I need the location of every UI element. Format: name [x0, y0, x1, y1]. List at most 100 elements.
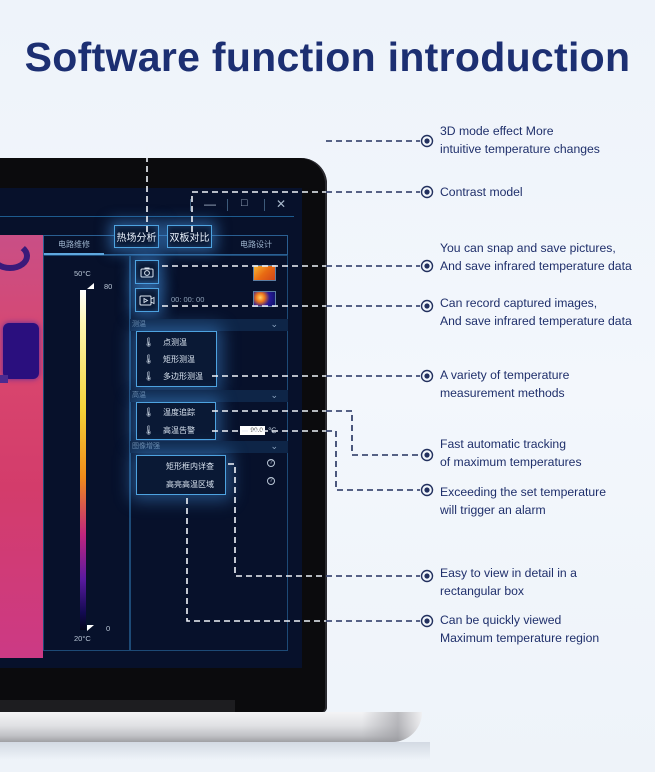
target-icon — [420, 134, 434, 148]
callout-line: rectangular box — [440, 584, 525, 598]
section-measure-title: 测温 — [132, 321, 146, 328]
callout-line: Maximum temperature region — [440, 631, 600, 645]
thermal-component — [3, 323, 39, 379]
palette-min-label: 20°C — [74, 634, 91, 643]
callout-measure-methods: A variety of temperature measurement met… — [440, 366, 569, 402]
section-enhance-header[interactable]: 图像增强 ⌄ — [130, 441, 288, 453]
callout-line: Easy to view in detail in a — [440, 566, 577, 580]
menu-item-temp-tracking[interactable]: 🌡︎ 温度追踪 — [143, 407, 195, 418]
active-tab-indicator — [44, 253, 104, 256]
palette-max-label: 50°C — [74, 269, 91, 278]
record-timer: 00: 00: 00 — [171, 295, 205, 304]
point-thermometer-icon: 🌡︎ — [143, 337, 155, 347]
target-icon — [420, 448, 434, 462]
enhance-menu — [136, 455, 226, 495]
thermal-image[interactable] — [0, 235, 43, 658]
polygon-thermometer-icon: 🌡︎ — [143, 371, 155, 381]
laptop-hinge — [0, 700, 235, 712]
section-measure-header[interactable]: 测温 ⌄ — [130, 319, 288, 331]
help-icon[interactable]: ? — [267, 477, 275, 485]
callout-3d-mode: 3D mode effect More intuitive temperatur… — [440, 122, 600, 158]
target-icon — [420, 614, 434, 628]
section-high-temp-title: 高温 — [132, 392, 146, 399]
callout-line: Can record captured images, — [440, 296, 598, 310]
maximize-button[interactable]: □ — [241, 197, 248, 209]
callout-line: Contrast model — [440, 185, 523, 199]
connector-rect-detail — [228, 463, 428, 577]
help-icon[interactable]: ? — [267, 459, 275, 467]
lower-slider-handle[interactable] — [87, 625, 94, 631]
measure-menu — [136, 331, 217, 387]
menu-item-label: 多边形测温 — [163, 372, 203, 381]
menu-item-polygon-measure[interactable]: 🌡︎ 多边形测温 — [143, 371, 203, 382]
menu-item-label: 温度追踪 — [163, 408, 195, 417]
page-title: Software function introduction — [24, 34, 631, 80]
connector-alarm — [212, 430, 428, 491]
menu-item-label: 矩形测温 — [163, 355, 195, 364]
target-icon — [420, 369, 434, 383]
menu-item-label: 点测温 — [163, 338, 187, 347]
high-temp-menu — [136, 402, 216, 440]
tab-dual-board-compare[interactable]: 双板对比 — [167, 225, 212, 248]
laptop-shadow — [0, 742, 430, 760]
tab-strip — [43, 235, 288, 255]
palette-lower-value: 0 — [106, 624, 111, 633]
callout-alarm: Exceeding the set temperature will trigg… — [440, 483, 606, 519]
record-button[interactable] — [135, 288, 159, 312]
callout-line: measurement methods — [440, 386, 565, 400]
menu-item-rect-measure[interactable]: 🌡︎ 矩形测温 — [143, 354, 195, 365]
thermometer-icon: 🌡︎ — [143, 407, 155, 417]
target-icon — [420, 259, 434, 273]
callout-tracking: Fast automatic tracking of maximum tempe… — [440, 435, 582, 471]
chevron-down-icon[interactable]: ⌄ — [270, 441, 278, 451]
section-enhance-title: 图像增强 — [132, 443, 160, 450]
titlebar-separator — [190, 199, 191, 211]
menu-item-label: 高温告警 — [163, 426, 195, 435]
palette-upper-value: 80 — [104, 282, 113, 291]
upper-slider-handle[interactable] — [87, 283, 94, 289]
minimize-button[interactable]: — — [204, 197, 216, 211]
thermal-detail — [0, 375, 8, 383]
connector-contrast — [191, 191, 428, 232]
callout-line: You can snap and save pictures, — [440, 241, 616, 255]
section-high-temp-header[interactable]: 高温 ⌄ — [130, 390, 288, 402]
callout-contrast-model: Contrast model — [440, 183, 523, 201]
callout-line: Fast automatic tracking — [440, 437, 566, 451]
callout-line: will trigger an alarm — [440, 503, 546, 517]
target-icon — [420, 185, 434, 199]
chevron-down-icon[interactable]: ⌄ — [270, 319, 278, 329]
tab-circuit-design[interactable]: 电路设计 — [240, 240, 272, 249]
connector-3d-mode — [146, 140, 428, 232]
callout-line: Can be quickly viewed — [440, 613, 562, 627]
target-icon — [420, 299, 434, 313]
callout-hot-region: Can be quickly viewed Maximum temperatur… — [440, 611, 599, 647]
video-icon — [139, 295, 155, 305]
callout-markers — [420, 134, 434, 628]
control-panel — [130, 255, 288, 651]
connector-hot-region — [186, 498, 428, 622]
callout-line: 3D mode effect More — [440, 124, 554, 138]
chevron-down-icon[interactable]: ⌄ — [270, 390, 278, 400]
close-button[interactable]: ✕ — [276, 197, 287, 211]
snapshot-button[interactable] — [135, 260, 159, 284]
callout-line: of maximum temperatures — [440, 455, 582, 469]
callout-snapshot: You can snap and save pictures, And save… — [440, 239, 632, 275]
callout-line: intuitive temperature changes — [440, 142, 600, 156]
tab-circuit-repair[interactable]: 电路维修 — [58, 240, 90, 249]
callout-line: Exceeding the set temperature — [440, 485, 606, 499]
thermal-hotspot — [0, 241, 30, 271]
callout-line: And save infrared temperature data — [440, 314, 632, 328]
camera-icon — [140, 267, 154, 278]
laptop-base — [0, 712, 422, 742]
color-palette-bar[interactable] — [80, 290, 86, 630]
titlebar-separator — [227, 199, 228, 211]
menu-item-point-measure[interactable]: 🌡︎ 点测温 — [143, 337, 187, 348]
callout-record: Can record captured images, And save inf… — [440, 294, 632, 330]
callout-rect-detail: Easy to view in detail in a rectangular … — [440, 564, 577, 600]
menu-item-highlight-hot-region[interactable]: 高亮高温区域 — [166, 480, 214, 489]
palette-panel — [43, 255, 130, 651]
menu-item-high-temp-alarm[interactable]: 🌡︎ 高温告警 — [143, 425, 195, 436]
menu-item-rect-detail[interactable]: 矩形框内详查 — [166, 462, 214, 471]
titlebar-separator — [264, 199, 265, 211]
